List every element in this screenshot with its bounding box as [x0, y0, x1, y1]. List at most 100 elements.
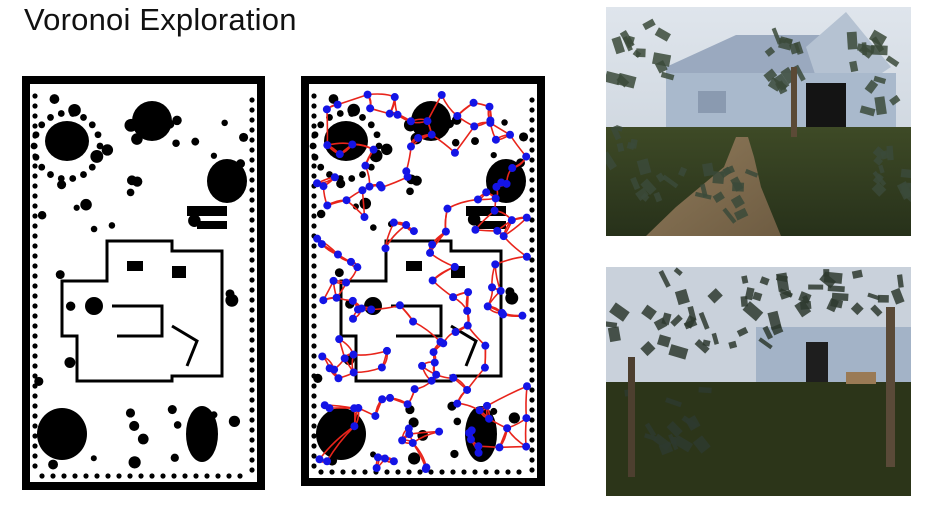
map-border-right — [257, 76, 265, 490]
map-border-top — [22, 76, 265, 84]
voronoi-node — [496, 286, 505, 295]
hedge-bush — [249, 337, 255, 343]
occupancy-map — [22, 76, 265, 490]
hedge-bush — [311, 213, 317, 219]
leaf-cluster — [711, 332, 719, 345]
house-outline — [60, 239, 224, 383]
voronoi-node — [361, 161, 370, 170]
hedge-bush — [204, 473, 210, 479]
leaf-cluster — [640, 178, 657, 195]
bush — [359, 197, 372, 210]
leaf-cluster — [733, 207, 749, 221]
voronoi-node — [360, 213, 369, 222]
voronoi-node — [390, 93, 399, 102]
leaf-cluster — [632, 49, 642, 59]
bush — [408, 452, 421, 465]
leaf-cluster — [653, 191, 663, 203]
hedge-bush — [516, 469, 522, 475]
leaf-cluster — [849, 60, 859, 73]
hedge-bush — [249, 347, 255, 353]
hedge-bush — [249, 237, 255, 243]
hedge-bush — [32, 373, 38, 379]
leaf-cluster — [687, 306, 697, 322]
hedge-bush — [529, 197, 535, 203]
leaf-cluster — [629, 138, 638, 149]
bush — [416, 111, 425, 120]
hedge-bush — [529, 107, 535, 113]
voronoi-graph-map — [301, 76, 545, 486]
voronoi-node — [323, 457, 332, 466]
voronoi-node — [333, 100, 342, 109]
voronoi-node — [493, 226, 502, 235]
bush — [408, 417, 419, 428]
bush — [34, 376, 44, 386]
voronoi-node — [429, 348, 438, 357]
voronoi-node — [449, 293, 458, 302]
leaf-cluster — [694, 339, 710, 354]
hedge-bush — [439, 469, 445, 475]
hedge-bush — [249, 167, 255, 173]
hedge-bush — [529, 227, 535, 233]
hedge-bush — [249, 297, 255, 303]
leaf-cluster — [615, 124, 624, 132]
leaf-cluster — [674, 288, 690, 306]
hedge-bush — [362, 469, 368, 475]
voronoi-node — [318, 352, 327, 361]
hedge-bush — [160, 473, 166, 479]
leaf-cluster — [694, 191, 712, 200]
leaf-cluster — [830, 298, 844, 309]
bush — [108, 222, 116, 229]
voronoi-node — [464, 288, 473, 297]
leaf-cluster — [867, 292, 881, 301]
bush — [311, 131, 319, 139]
leaf-cluster — [906, 182, 911, 188]
bush — [224, 189, 231, 196]
house-block — [172, 266, 186, 278]
leaf-cluster — [900, 168, 911, 179]
hedge-bush — [529, 447, 535, 453]
leaf-cluster — [784, 37, 793, 45]
hedge-bush — [329, 469, 335, 475]
voronoi-node — [451, 327, 460, 336]
hedge-bush — [529, 377, 535, 383]
house-wall-line — [112, 304, 164, 338]
hedge-bush — [529, 407, 535, 413]
leaf-cluster — [606, 70, 622, 86]
hedge-bush — [311, 303, 317, 309]
voronoi-node — [480, 363, 489, 372]
bush — [38, 121, 46, 129]
leaf-cluster — [736, 326, 749, 337]
bush — [80, 171, 87, 178]
hedge-bush — [32, 203, 38, 209]
voronoi-node — [380, 454, 389, 463]
leaf-cluster — [889, 94, 901, 106]
bush — [57, 430, 68, 442]
voronoi-node — [502, 179, 511, 188]
voronoi-node — [333, 250, 342, 259]
voronoi-edge — [486, 385, 528, 407]
hedge-bush — [529, 267, 535, 273]
bush — [96, 142, 104, 150]
house-block — [476, 221, 506, 229]
voronoi-node — [319, 182, 328, 191]
voronoi-node — [317, 240, 326, 249]
hedge-bush — [529, 367, 535, 373]
voronoi-node — [365, 182, 374, 191]
leaf-cluster — [775, 274, 788, 283]
hedge-bush — [529, 357, 535, 363]
leaf-cluster — [767, 77, 783, 92]
leaf-cluster — [874, 96, 887, 116]
voronoi-node — [491, 135, 500, 144]
leaf-cluster — [759, 276, 770, 286]
map-border-left — [301, 76, 309, 486]
hedge-bush — [529, 247, 535, 253]
house-outline — [339, 239, 503, 383]
leaf-cluster — [636, 158, 652, 176]
voronoi-node — [348, 140, 357, 149]
hedge-bush — [529, 257, 535, 263]
hedge-bush — [127, 473, 133, 479]
voronoi-node — [395, 301, 404, 310]
voronoi-node — [329, 276, 338, 285]
bush — [172, 139, 180, 148]
leaf-cluster — [712, 191, 725, 203]
